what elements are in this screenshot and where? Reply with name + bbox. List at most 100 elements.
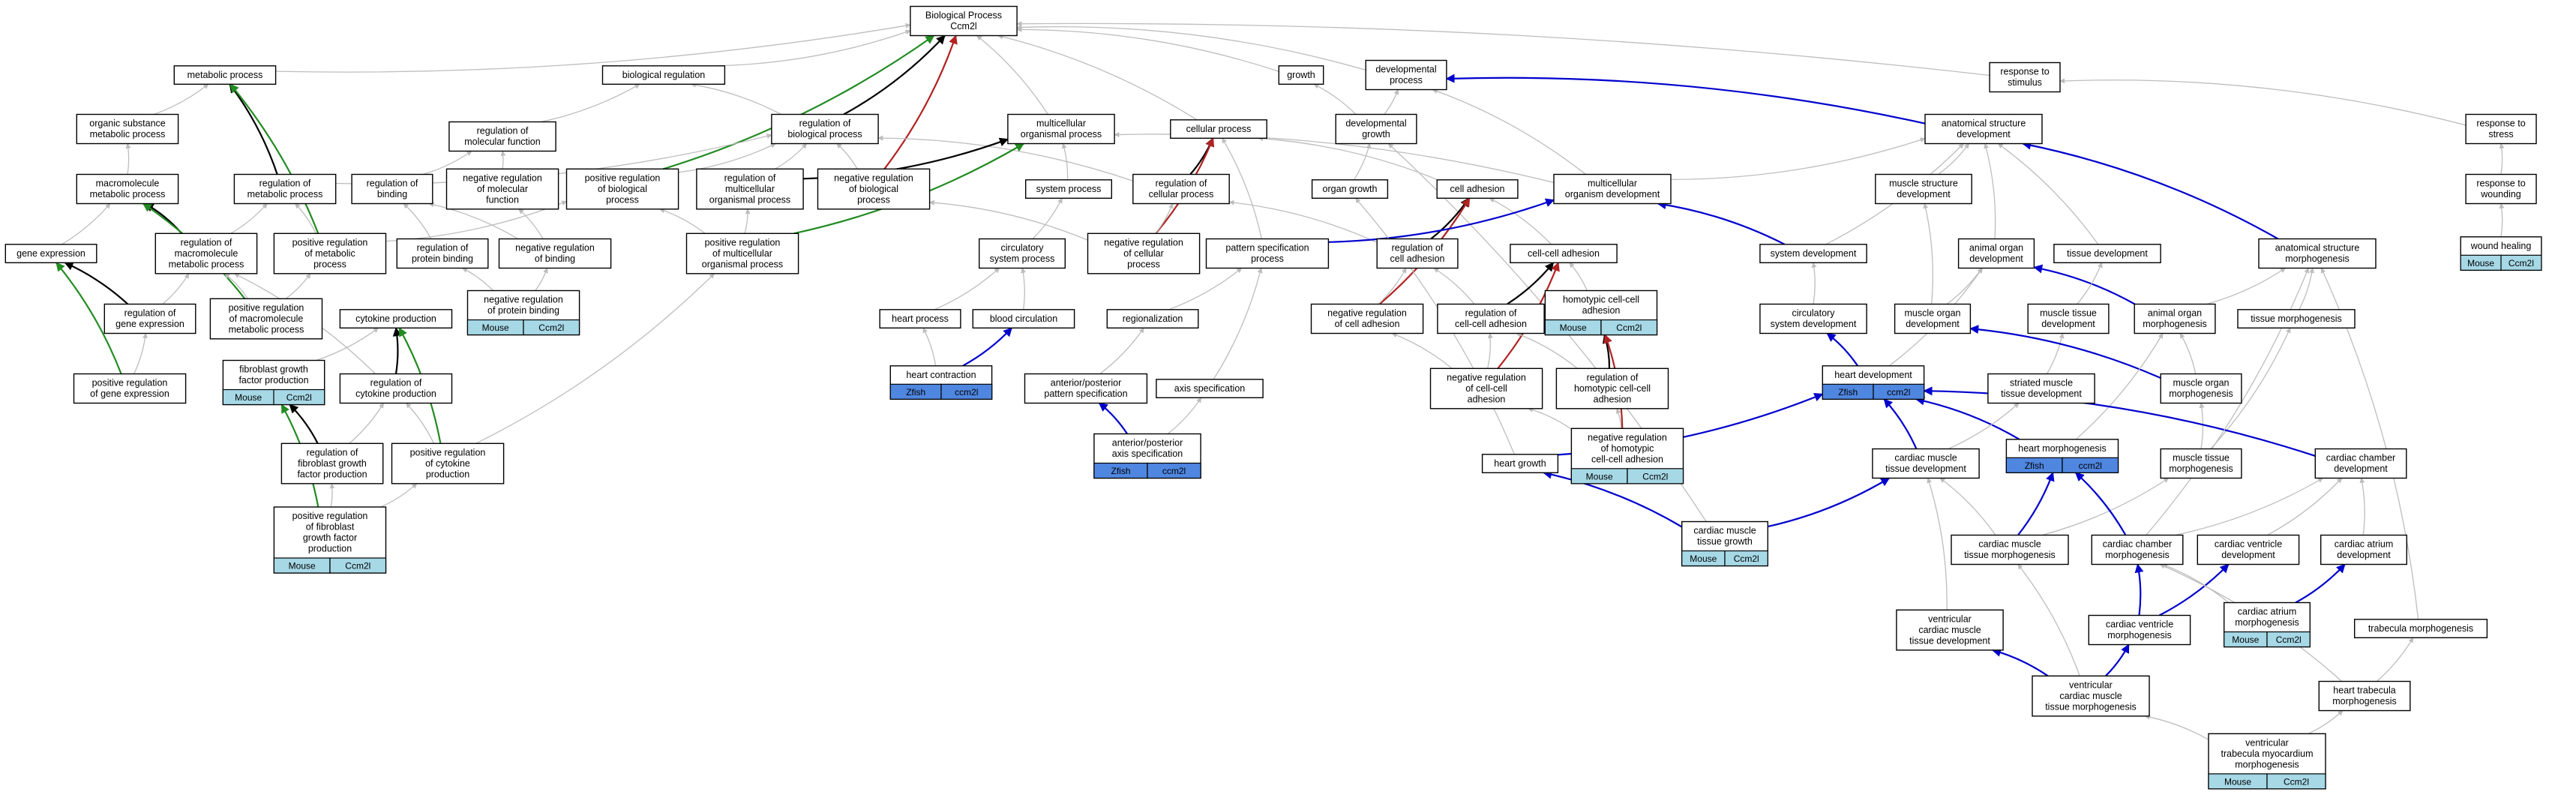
edge-reg_geneexpr-to-reg_macromol xyxy=(162,273,190,304)
node-axisspec[interactable]: axis specification xyxy=(1156,379,1264,398)
node-cellproc[interactable]: cellular process xyxy=(1170,119,1267,140)
node-heartgrowth[interactable]: heart growth xyxy=(1481,454,1559,473)
node-celladh[interactable]: cell adhesion xyxy=(1436,179,1519,200)
node-bioreg[interactable]: biological regulation xyxy=(601,65,726,86)
node-geneexpr[interactable]: gene expression xyxy=(4,244,97,263)
node-sysproc[interactable]: system process xyxy=(1024,179,1112,200)
node-cellcelladh[interactable]: cell-cell adhesion xyxy=(1510,244,1618,263)
node-regionalization[interactable]: regionalization xyxy=(1106,309,1199,328)
node-label-line: protein binding xyxy=(412,254,473,264)
node-metabolic[interactable]: metabolic process xyxy=(173,65,277,86)
node-bloodcirc[interactable]: blood circulation xyxy=(972,309,1075,328)
node-label-line: stimulus xyxy=(2008,77,2042,88)
edge-reg_fgf-to-fgfprod xyxy=(289,404,319,444)
node-heartproc[interactable]: heart process xyxy=(879,309,961,328)
node-sysdev[interactable]: system development xyxy=(1759,244,1867,263)
node-cytokine[interactable]: cytokine production xyxy=(339,309,453,328)
gene-badge: Ccm2l xyxy=(2500,254,2542,271)
node-box xyxy=(2032,675,2150,717)
node-tissuemorph[interactable]: tissue morphogenesis xyxy=(2237,309,2356,328)
node-tissuedev[interactable]: tissue development xyxy=(2053,244,2161,263)
edge-line xyxy=(2179,332,2197,374)
node-label-line: binding xyxy=(377,189,407,200)
node-organgrowth[interactable]: organ growth xyxy=(1311,179,1389,200)
node-growth[interactable]: growth xyxy=(1278,65,1324,86)
node-trabmorph[interactable]: trabecula morphogenesis xyxy=(2353,619,2488,638)
